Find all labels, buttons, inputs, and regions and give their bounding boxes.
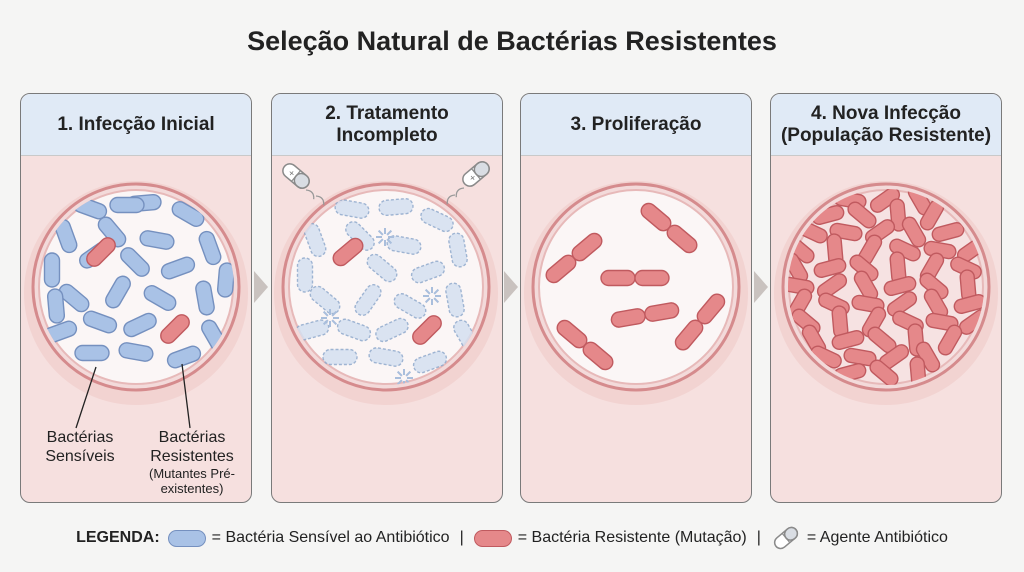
diagram-title: Seleção Natural de Bactérias Resistentes [247,26,777,56]
legend: LEGENDA: = Bactéria Sensível ao Antibiót… [0,526,1024,550]
label-resistant-title: Bactérias Resistentes [150,429,234,465]
legend-separator: | [756,529,761,546]
step-arrow-icon [504,271,518,303]
legend-sensitive: = Bactéria Sensível ao Antibiótico [211,529,450,546]
legend-antibiotic: = Agente Antibiótico [806,529,948,546]
panel-3-title: 3. Proliferação [521,94,751,156]
capsule-icon [773,526,799,550]
step-arrow-icon [254,271,268,303]
legend-resistant: = Bactéria Resistente (Mutação) [517,529,747,546]
resistant-bacterium-icon [473,529,512,547]
panel-1-title: 1. Infecção Inicial [21,94,251,156]
legend-key: LEGENDA: [76,529,160,546]
sensitive-bacterium-icon [167,529,206,547]
panel-4-new-infection: 4. Nova Infecção (População Resistente) [770,93,1002,503]
panel-2-title: 2. Tratamento Incompleto [272,94,502,156]
panel-4-title: 4. Nova Infecção (População Resistente) [771,94,1001,156]
panel-3-proliferation: 3. Proliferação [520,93,752,503]
label-resistant-note: (Mutantes Pré-existentes) [149,466,235,496]
label-resistant-bacteria: Bactérias Resistentes (Mutantes Pré-exis… [134,428,250,496]
panel-2-incomplete-treatment: 2. Tratamento Incompleto [271,93,503,503]
legend-separator: | [459,529,464,546]
step-arrow-icon [754,271,768,303]
label-sensitive-bacteria: Bactérias Sensíveis [45,429,115,465]
